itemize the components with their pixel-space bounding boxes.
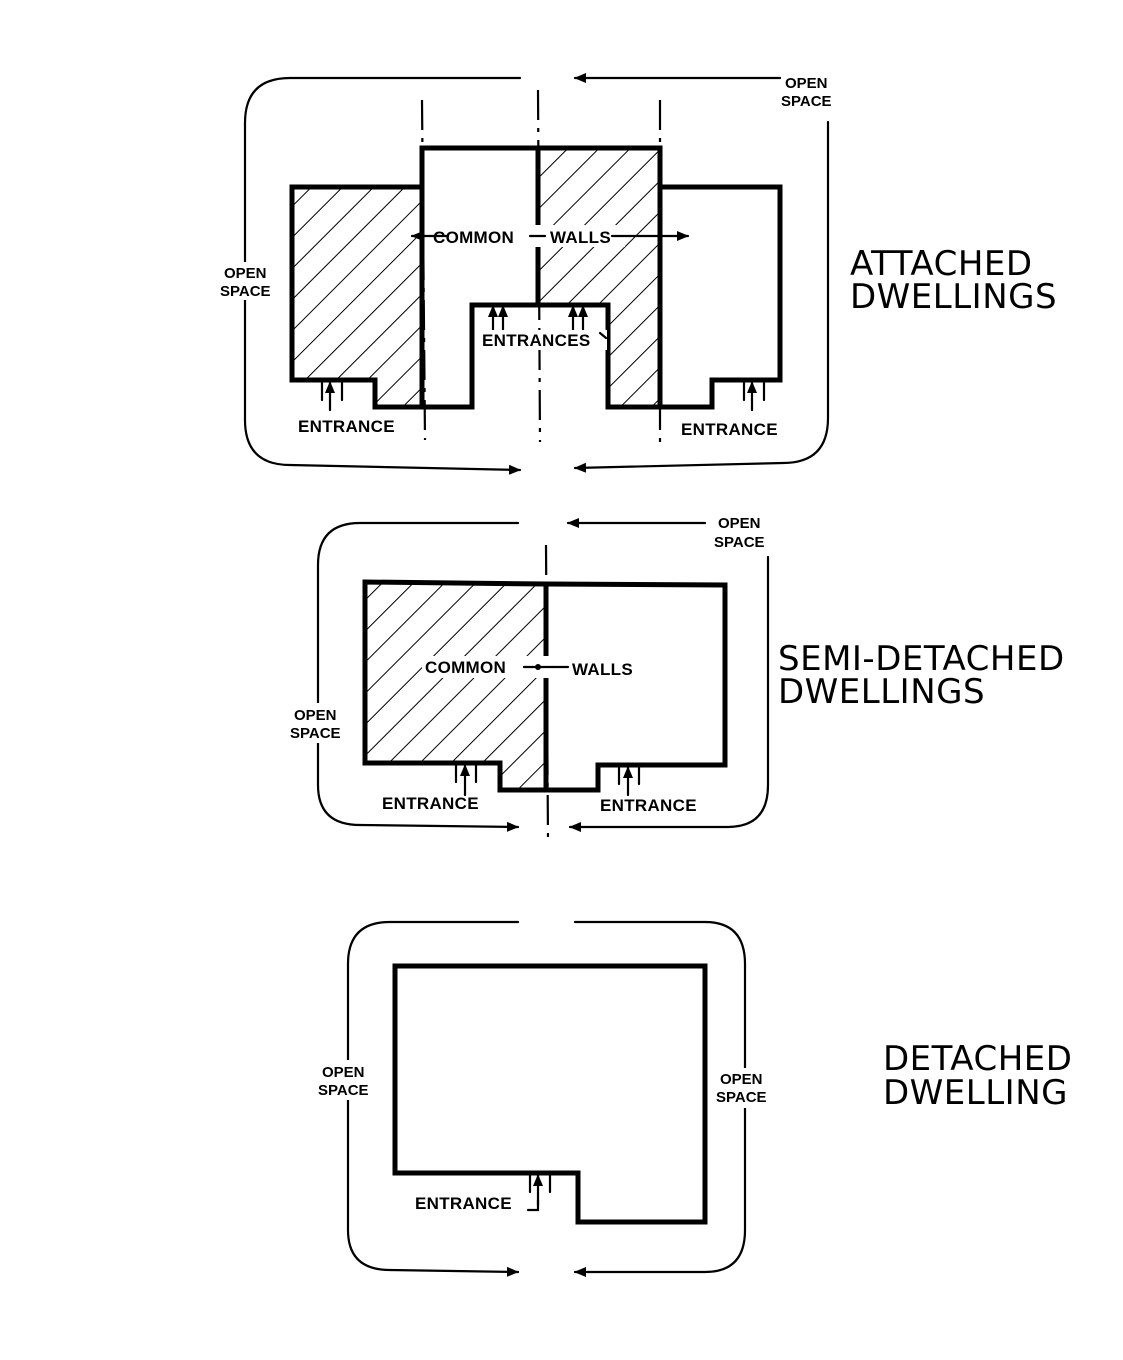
attached-entrances-label: ENTRANCES [482, 331, 591, 350]
semi-building-outline [362, 579, 728, 793]
detached-dwelling-group: ENTRANCE OPEN SPACE OPEN SPACE DETACHED … [316, 920, 1072, 1277]
attached-open-space-top-1: OPEN [785, 75, 828, 92]
detached-open-space-right-1: OPEN [720, 1071, 763, 1088]
detached-entrance-arrows [526, 1173, 552, 1212]
detached-title-line2: DWELLING [883, 1073, 1068, 1113]
semi-open-space-left-1: OPEN [294, 707, 337, 724]
attached-building-outline [289, 145, 783, 410]
attached-dwellings-group: COMMON WALLS ENTRANCES ENTRANCE ENTRANCE [220, 73, 1057, 475]
attached-label-bg [425, 225, 625, 247]
attached-open-space-left-1: OPEN [224, 265, 267, 282]
attached-entrance-right-label: ENTRANCE [681, 420, 778, 439]
attached-open-space-left-2: SPACE [220, 283, 271, 300]
attached-title-line1: ATTACHED [850, 244, 1033, 284]
detached-open-space-left-1: OPEN [322, 1064, 365, 1081]
semi-unit-left [365, 582, 546, 790]
detached-building-outline [392, 963, 708, 1225]
attached-open-space-top-2: SPACE [781, 93, 832, 110]
semi-entrance-right-arrows [617, 765, 641, 797]
attached-unit-3 [538, 148, 660, 407]
semi-open-space-top-2: SPACE [714, 534, 765, 551]
attached-common-label: COMMON [433, 228, 514, 247]
semi-title-line1: SEMI-DETACHED [778, 639, 1065, 679]
semi-open-space-left-2: SPACE [290, 725, 341, 742]
semi-open-space-top-1: OPEN [718, 515, 761, 532]
attached-walls-label: WALLS [550, 228, 611, 247]
semi-entrance-left-arrows [454, 763, 478, 797]
detached-title-line1: DETACHED [883, 1039, 1072, 1079]
attached-entrance-left-arrows [320, 380, 344, 412]
semi-common-label: COMMON [425, 658, 506, 677]
attached-unit-1 [292, 187, 422, 407]
semi-open-space-boundary [316, 518, 770, 832]
detached-open-space-left-2: SPACE [318, 1082, 369, 1099]
semi-detached-dwellings-group: COMMON WALLS ENTRANCE ENTRANCE OPEN SPAC… [288, 515, 1065, 841]
attached-entrances-arrows [488, 304, 588, 332]
detached-entrance-label: ENTRANCE [415, 1194, 512, 1213]
semi-title-line2: DWELLINGS [778, 672, 985, 712]
semi-entrance-right-label: ENTRANCE [600, 796, 697, 815]
detached-open-space-right-2: SPACE [716, 1089, 767, 1106]
attached-entrance-right-arrows [742, 380, 766, 412]
attached-title-line2: DWELLINGS [850, 277, 1057, 317]
semi-walls-label: WALLS [572, 660, 633, 679]
semi-entrance-left-label: ENTRANCE [382, 794, 479, 813]
attached-entrance-left-label: ENTRANCE [298, 417, 395, 436]
